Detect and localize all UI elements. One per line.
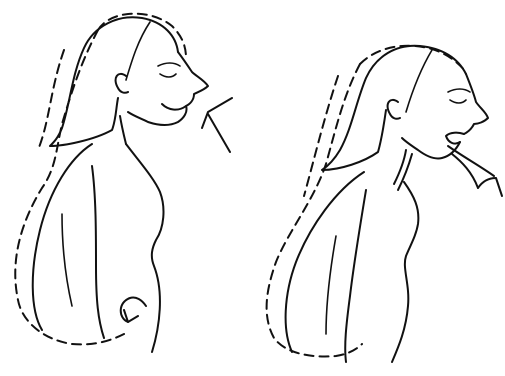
torso-back — [286, 172, 364, 352]
neck — [120, 116, 126, 144]
arm — [92, 166, 104, 338]
panel-exhale — [267, 46, 502, 362]
inhale-arrow-head — [202, 98, 232, 128]
eyebrow — [158, 63, 180, 66]
eye-closed — [160, 74, 176, 77]
eye-closed — [450, 100, 466, 103]
exhale-arrow-shaft-lower — [452, 154, 478, 188]
dashed-relaxed-outline — [267, 46, 466, 357]
arm-inner — [326, 236, 336, 334]
face-profile — [464, 74, 488, 134]
mouth-closed — [162, 104, 186, 110]
panel-inhale — [15, 14, 232, 352]
eyebrow — [448, 89, 470, 92]
exhale-arrow-head — [478, 178, 502, 196]
inhale-arrow-icon — [208, 114, 230, 152]
hair — [322, 46, 466, 170]
hair — [50, 17, 178, 146]
torso-front — [392, 182, 418, 362]
hair-strand — [126, 22, 150, 80]
arm — [345, 190, 366, 362]
arm-inner — [62, 214, 72, 306]
hair-strand — [406, 50, 432, 112]
ear — [388, 100, 400, 119]
mouth-open — [446, 133, 464, 144]
ear — [116, 74, 128, 93]
exhale-arrow-icon — [448, 146, 494, 176]
